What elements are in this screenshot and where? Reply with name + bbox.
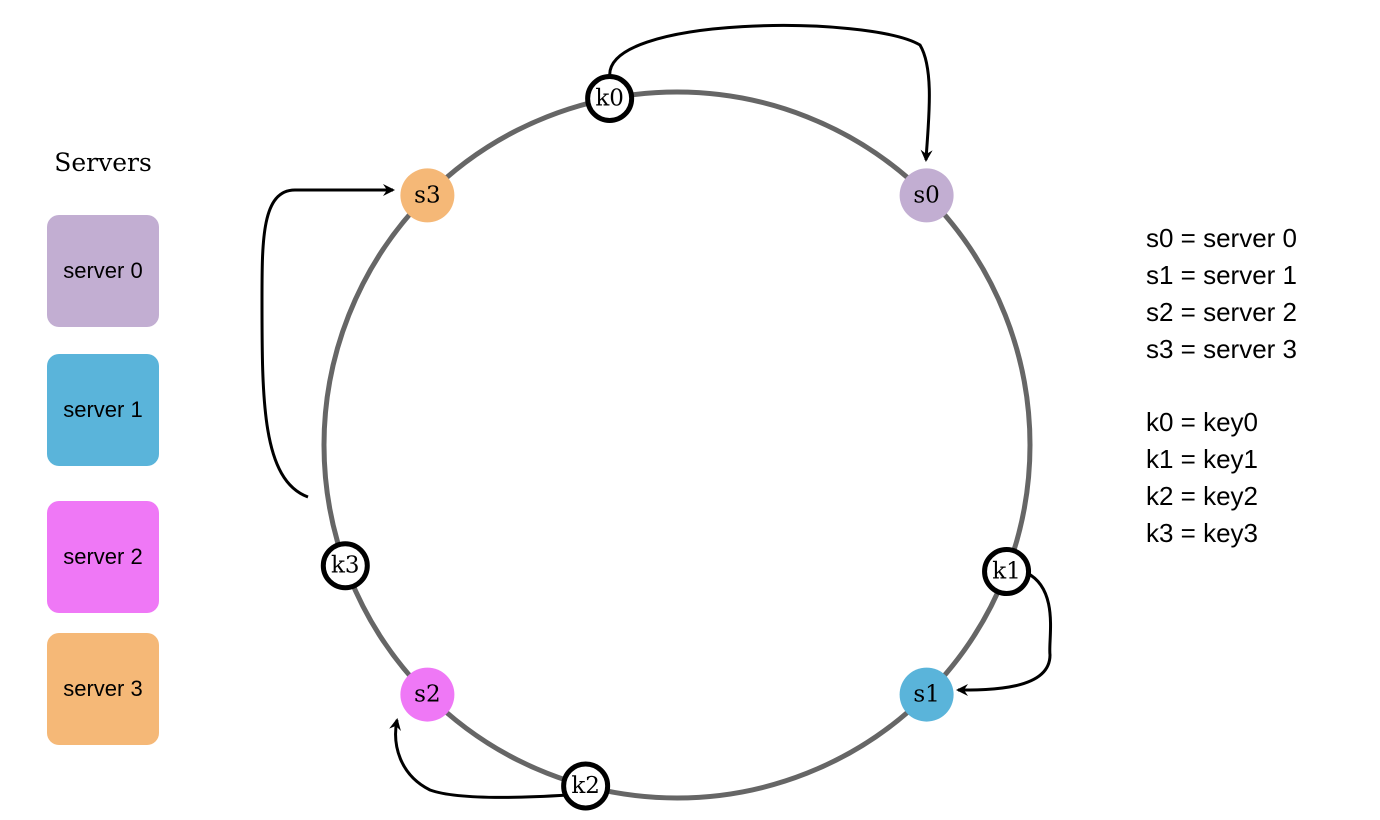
key-node-k1: k1 [982, 547, 1032, 597]
key-node-label: k1 [992, 559, 1021, 585]
legend-line: s0 = server 0 [1146, 223, 1298, 253]
server-node-circle [899, 667, 954, 722]
server-node-label: s1 [913, 682, 939, 708]
server-node-s0: s0 [899, 168, 954, 223]
server-box-2: server 2 [47, 501, 159, 613]
legend-line: s3 = server 3 [1146, 334, 1298, 364]
key-node-label: k3 [331, 553, 360, 579]
legend-servers: s0 = server 0 s1 = server 1 s2 = server … [1146, 220, 1297, 368]
key-node-k2: k2 [561, 761, 611, 811]
arrow-k1-to-s1 [956, 571, 1053, 696]
server-node-label: s2 [414, 682, 440, 708]
server-box-label: server 0 [63, 258, 143, 283]
legend-line: k3 = key3 [1146, 518, 1259, 548]
server-node-label: s3 [414, 182, 440, 208]
legend-line: k2 = key2 [1146, 481, 1259, 511]
legend-line: s1 = server 1 [1146, 260, 1298, 290]
legend-line: s2 = server 2 [1146, 297, 1298, 327]
server-box-label: server 2 [63, 544, 143, 569]
key-node-k3: k3 [320, 541, 370, 591]
key-node-circle [561, 761, 611, 811]
server-box-0: server 0 [47, 215, 159, 327]
server-node-circle [400, 168, 455, 223]
arrow-k3-to-s3 [260, 184, 395, 499]
legend-line: k1 = key1 [1146, 444, 1259, 474]
key-node-k0: k0 [585, 73, 635, 123]
server-box-label: server 3 [63, 676, 143, 701]
server-box-3: server 3 [47, 633, 159, 745]
server-node-s3: s3 [400, 168, 455, 223]
server-node-circle [400, 667, 455, 722]
key-node-circle [320, 541, 370, 591]
legend-line: k0 = key0 [1146, 407, 1259, 437]
server-box-label: server 1 [63, 397, 143, 422]
server-node-label: s0 [913, 182, 939, 208]
legend-keys: k0 = key0 k1 = key1 k2 = key2 k3 = key3 [1146, 404, 1258, 552]
hash-ring [321, 89, 1033, 801]
key-node-label: k2 [571, 773, 600, 799]
server-box-1: server 1 [47, 354, 159, 466]
server-node-circle [899, 168, 954, 223]
arrow-k0-to-s0 [608, 24, 933, 162]
arrow-k2-to-s2 [389, 718, 569, 799]
servers-title: Servers [54, 148, 152, 177]
server-node-s1: s1 [899, 667, 954, 722]
key-node-circle [982, 547, 1032, 597]
key-node-circle [585, 73, 635, 123]
server-node-s2: s2 [400, 667, 455, 722]
key-node-label: k0 [595, 85, 624, 111]
